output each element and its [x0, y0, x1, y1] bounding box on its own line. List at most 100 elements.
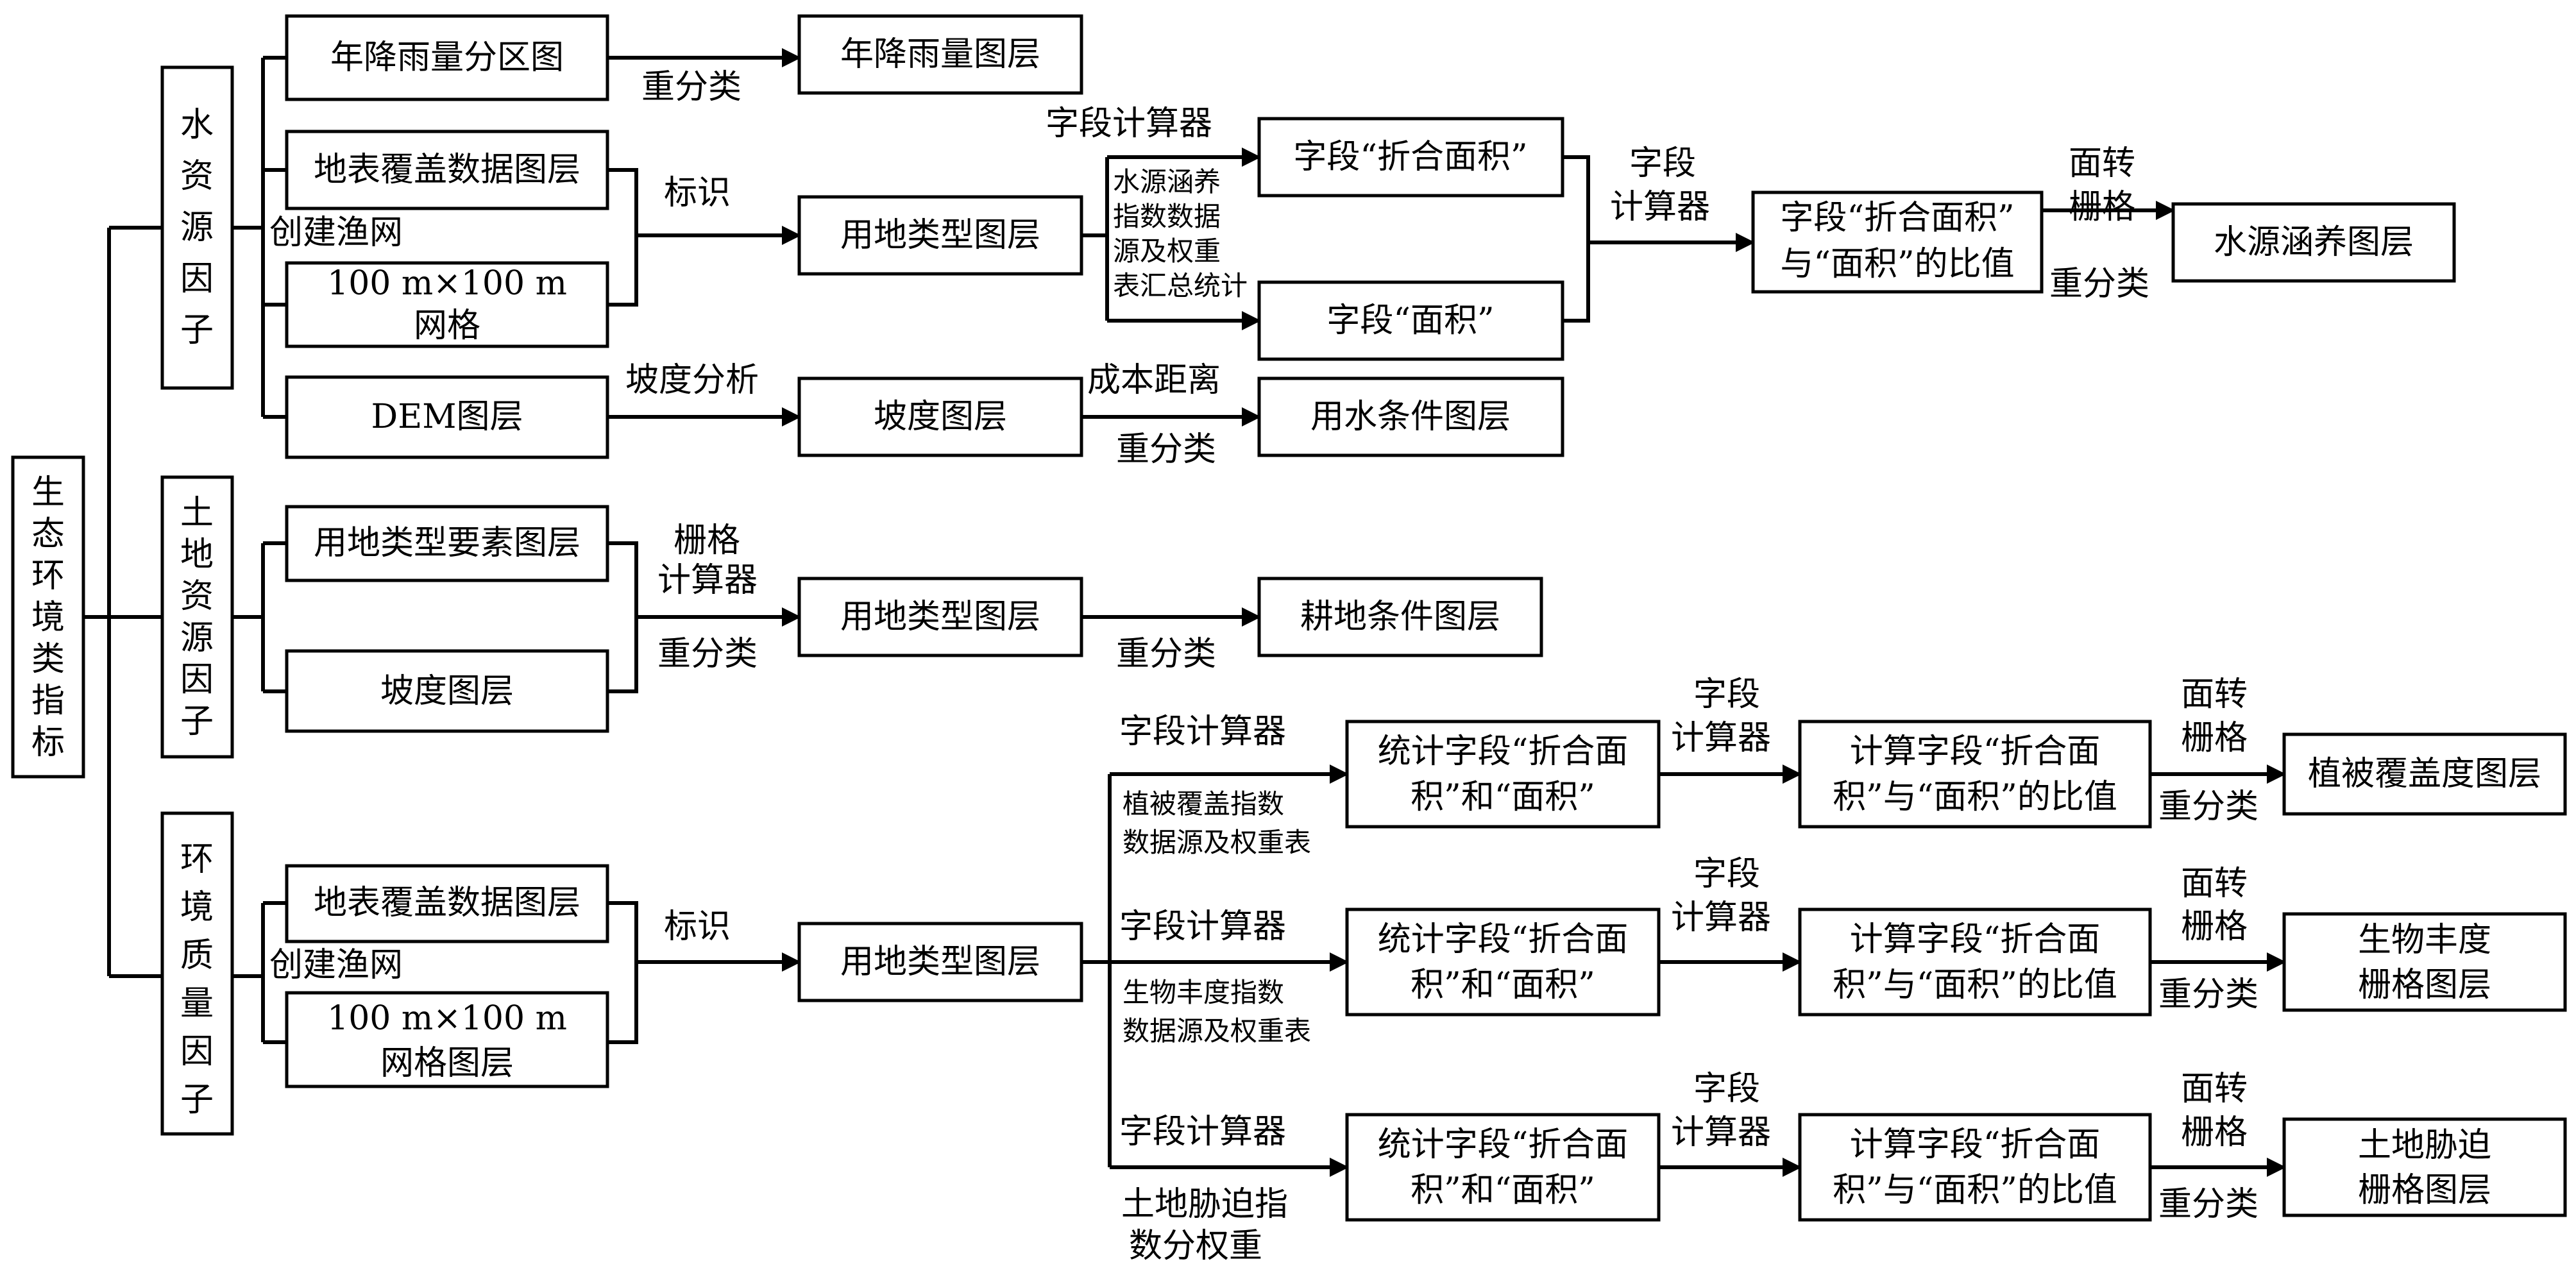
svg-text:水源涵养图层: 水源涵养图层 — [2214, 223, 2414, 262]
label-poly-raster-b2a: 面转 — [2181, 865, 2248, 903]
node-grid-2: 100 m×100 m 网格图层 — [285, 991, 609, 1088]
svg-text:栅格图层: 栅格图层 — [2358, 966, 2491, 1004]
svg-text:耕地条件图层: 耕地条件图层 — [1300, 598, 1500, 636]
edge-env-merge — [607, 901, 638, 1044]
svg-text:积”与“面积”的比值: 积”与“面积”的比值 — [1833, 966, 2117, 1004]
node-stat-3: 统计字段“折合面 积”和“面积” — [1345, 1113, 1661, 1222]
svg-text:子: 子 — [180, 702, 214, 741]
svg-text:用地类型图层: 用地类型图层 — [840, 216, 1040, 255]
svg-text:网格: 网格 — [414, 307, 480, 345]
svg-text:地表覆盖数据图层: 地表覆盖数据图层 — [314, 884, 580, 922]
label-water-weight-4: 表汇总统计 — [1113, 270, 1248, 301]
label-poly-raster-b2b: 栅格 — [2181, 908, 2248, 946]
svg-text:100 m×100 m: 100 m×100 m — [327, 264, 567, 303]
node-surface-cover-2: 地表覆盖数据图层 — [285, 864, 609, 943]
label-poly-raster-1b: 栅格 — [2069, 188, 2135, 226]
node-landuse-feature-layer: 用地类型要素图层 — [285, 505, 609, 582]
node-farmland-layer: 耕地条件图层 — [1257, 577, 1543, 657]
svg-text:坡度图层: 坡度图层 — [874, 398, 1007, 436]
svg-text:态: 态 — [31, 515, 65, 553]
svg-text:子: 子 — [180, 1081, 214, 1119]
node-surface-cover-1: 地表覆盖数据图层 — [285, 130, 609, 210]
svg-text:与“面积”的比值: 与“面积”的比值 — [1780, 245, 2014, 283]
label-field-calc-b3b: 计算器 — [1671, 1113, 1771, 1152]
label-field-calc-b3a: 字段 — [1693, 1070, 1760, 1108]
svg-text:地表覆盖数据图层: 地表覆盖数据图层 — [314, 151, 580, 189]
svg-text:字段“面积”: 字段“面积” — [1326, 301, 1494, 340]
svg-text:字段“折合面积”: 字段“折合面积” — [1780, 199, 2014, 237]
node-grid-1: 100 m×100 m 网格 — [285, 261, 609, 348]
svg-text:境: 境 — [31, 598, 65, 637]
connectors — [83, 48, 2286, 1177]
node-stat-1: 统计字段“折合面 积”和“面积” — [1345, 720, 1661, 829]
label-water-weight-2: 指数数据 — [1113, 201, 1221, 232]
svg-text:资: 资 — [180, 157, 214, 196]
edge-land-merge — [607, 541, 638, 693]
svg-text:网格图层: 网格图层 — [380, 1044, 514, 1083]
label-raster-calc-b: 计算器 — [657, 561, 758, 600]
label-slope-analysis: 坡度分析 — [625, 361, 759, 400]
node-slope-layer-1: 坡度图层 — [797, 376, 1083, 457]
svg-text:统计字段“折合面: 统计字段“折合面 — [1378, 1126, 1629, 1164]
node-root: 生 态 环 境 类 指 标 — [11, 455, 85, 779]
svg-text:积”和“面积”: 积”和“面积” — [1411, 966, 1595, 1004]
label-poly-raster-b1b: 栅格 — [2181, 719, 2248, 757]
label-poly-raster-b1a: 面转 — [2181, 675, 2248, 714]
svg-text:积”与“面积”的比值: 积”与“面积”的比值 — [1833, 778, 2117, 816]
label-poly-raster-b3a: 面转 — [2181, 1070, 2248, 1108]
svg-text:100 m×100 m: 100 m×100 m — [327, 999, 567, 1038]
node-calc-1: 计算字段“折合面 积”与“面积”的比值 — [1798, 720, 2152, 829]
node-water-source-layer: 水源涵养图层 — [2171, 202, 2456, 283]
label-reclass-4: 重分类 — [657, 635, 758, 673]
svg-text:源: 源 — [180, 208, 214, 247]
svg-text:计算字段“折合面: 计算字段“折合面 — [1850, 1126, 2101, 1164]
node-slope-layer-2: 坡度图层 — [285, 649, 609, 733]
label-create-fishnet-2: 创建渔网 — [269, 946, 403, 984]
svg-text:用地类型图层: 用地类型图层 — [840, 598, 1040, 636]
svg-text:生: 生 — [31, 473, 65, 512]
node-ratio-1: 字段“折合面积” 与“面积”的比值 — [1751, 190, 2044, 294]
edge-surf1-merge — [607, 168, 638, 307]
label-reclass-1: 重分类 — [641, 68, 741, 106]
node-calc-2: 计算字段“折合面 积”与“面积”的比值 — [1798, 908, 2152, 1017]
svg-text:质: 质 — [180, 936, 214, 975]
node-calc-3: 计算字段“折合面 积”与“面积”的比值 — [1798, 1113, 2152, 1222]
node-water-factor: 水 资 源 因 子 — [160, 65, 234, 390]
svg-text:生物丰度: 生物丰度 — [2358, 921, 2491, 959]
label-veg-weight-2: 数据源及权重表 — [1123, 827, 1311, 858]
svg-text:用地类型要素图层: 用地类型要素图层 — [314, 524, 580, 562]
svg-text:土地胁迫: 土地胁迫 — [2358, 1126, 2491, 1165]
svg-text:因: 因 — [180, 1033, 214, 1071]
svg-text:统计字段“折合面: 统计字段“折合面 — [1378, 920, 1629, 959]
node-field-area-1: 字段“面积” — [1257, 280, 1564, 361]
node-landuse-1: 用地类型图层 — [797, 195, 1083, 276]
node-field-zhehe-1: 字段“折合面积” — [1257, 117, 1564, 198]
node-annual-rain-zone: 年降雨量分区图 — [285, 14, 609, 101]
svg-text:地: 地 — [180, 536, 214, 574]
label-field-calc-veg: 字段计算器 — [1119, 713, 1286, 751]
label-stress-weight-2: 数分权重 — [1129, 1227, 1262, 1265]
node-land-factor: 土 地 资 源 因 子 — [160, 475, 234, 759]
label-field-calc-b2a: 字段 — [1693, 855, 1760, 893]
label-reclass-3: 重分类 — [1116, 430, 1216, 469]
svg-text:积”和“面积”: 积”和“面积” — [1411, 778, 1595, 816]
label-create-fishnet-1: 创建渔网 — [269, 214, 403, 252]
svg-text:环: 环 — [31, 557, 65, 595]
label-cost-distance: 成本距离 — [1087, 361, 1221, 400]
label-field-calc-b1b: 计算器 — [1671, 719, 1771, 757]
node-bio-layer: 生物丰度 栅格图层 — [2282, 912, 2567, 1012]
node-land-stress-layer: 土地胁迫 栅格图层 — [2282, 1117, 2567, 1217]
label-bio-weight-2: 数据源及权重表 — [1123, 1015, 1311, 1047]
label-reclass-5: 重分类 — [1116, 635, 1216, 673]
label-field-calc-2a: 字段 — [1629, 144, 1696, 183]
svg-text:统计字段“折合面: 统计字段“折合面 — [1378, 732, 1629, 771]
edge-labels: 重分类 创建渔网 标识 字段计算器 水源涵养 指数数据 源及权重 表汇总统计 字… — [269, 68, 2258, 1265]
svg-text:源: 源 — [180, 619, 214, 657]
svg-text:环: 环 — [180, 840, 214, 879]
label-field-calc-b1a: 字段 — [1693, 675, 1760, 714]
svg-text:计算字段“折合面: 计算字段“折合面 — [1850, 920, 2101, 959]
svg-text:用水条件图层: 用水条件图层 — [1310, 398, 1511, 436]
svg-text:子: 子 — [180, 311, 214, 350]
label-field-calc-bio: 字段计算器 — [1119, 908, 1286, 946]
